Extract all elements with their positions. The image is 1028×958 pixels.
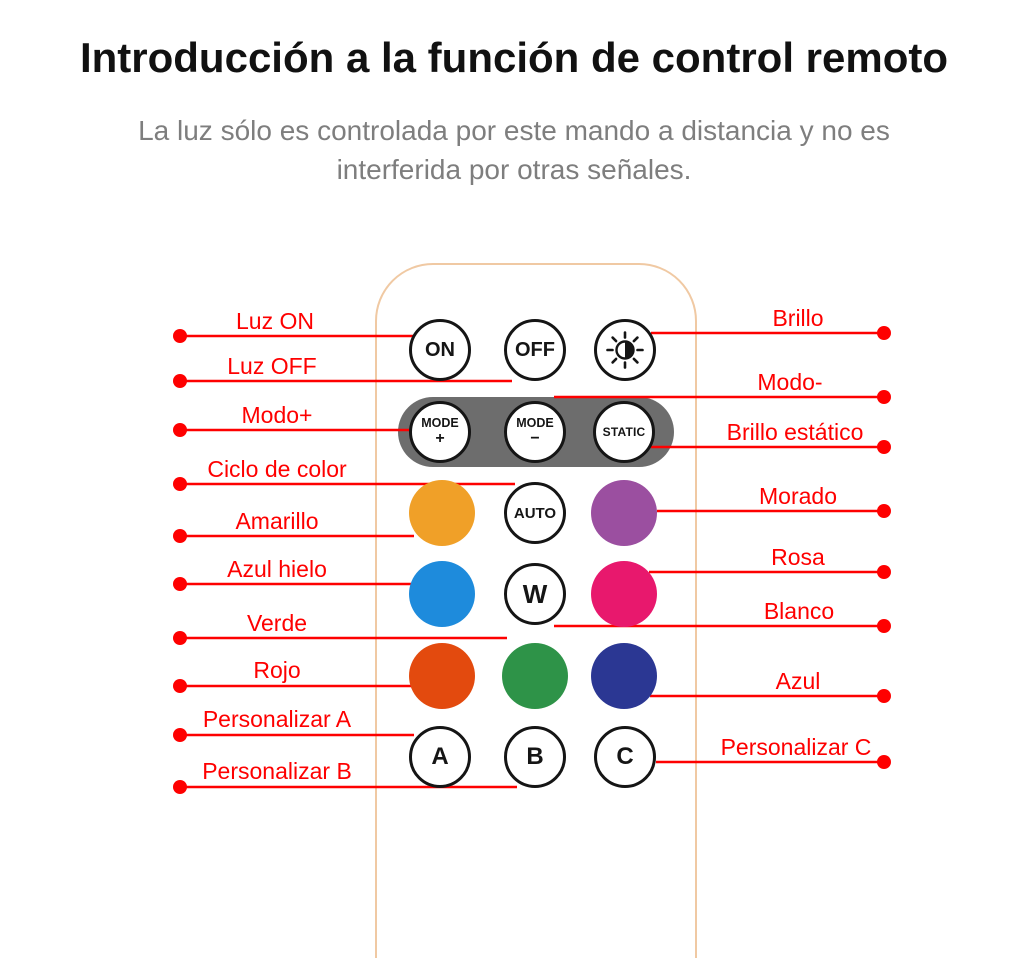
off-button-label: OFF bbox=[515, 338, 555, 361]
subtitle-line-2: interferida por otras señales. bbox=[336, 153, 692, 185]
callout-dot-brillo-estatico bbox=[877, 440, 891, 454]
callout-dot-luz-on bbox=[173, 329, 187, 343]
mode-minus-sign: − bbox=[530, 429, 540, 447]
brightness-icon bbox=[606, 331, 644, 369]
mode-minus-word: MODE bbox=[516, 416, 554, 431]
callout-dot-personalizar-a bbox=[173, 728, 187, 742]
callout-dot-verde bbox=[173, 631, 187, 645]
callout-dot-personalizar-c bbox=[877, 755, 891, 769]
callout-label-azul: Azul bbox=[775, 668, 821, 694]
page-title: Introducción a la función de control rem… bbox=[79, 34, 949, 81]
callout-label-morado: Morado bbox=[759, 483, 837, 509]
callout-label-modo-plus: Modo+ bbox=[241, 402, 313, 428]
on-button: ON bbox=[409, 319, 471, 381]
callout-label-azul-hielo: Azul hielo bbox=[227, 556, 327, 582]
white-button: W bbox=[504, 563, 566, 625]
mode-plus-button: MODE + bbox=[409, 401, 471, 463]
custom-b-label: B bbox=[526, 743, 544, 770]
callout-dot-azul bbox=[877, 689, 891, 703]
callout-label-personalizar-c: Personalizar C bbox=[720, 734, 872, 760]
mode-plus-sign: + bbox=[435, 429, 445, 447]
yellow-color-button bbox=[409, 480, 475, 546]
callout-label-luz-on: Luz ON bbox=[236, 308, 314, 334]
callout-dot-amarillo bbox=[173, 529, 187, 543]
callout-dot-luz-off bbox=[173, 374, 187, 388]
callout-label-rojo: Rojo bbox=[253, 657, 301, 683]
mode-minus-button: MODE − bbox=[504, 401, 566, 463]
white-button-label: W bbox=[522, 578, 548, 609]
callout-dot-rojo bbox=[173, 679, 187, 693]
callout-label-rosa: Rosa bbox=[771, 544, 825, 570]
red-color-button bbox=[409, 643, 475, 709]
callout-label-personalizar-a: Personalizar A bbox=[202, 706, 352, 732]
callout-label-luz-off: Luz OFF bbox=[227, 353, 317, 379]
callout-dot-ciclo-de-color bbox=[173, 477, 187, 491]
callout-dot-personalizar-b bbox=[173, 780, 187, 794]
custom-c-label: C bbox=[616, 743, 634, 770]
custom-a-label: A bbox=[431, 743, 449, 770]
purple-color-button bbox=[591, 480, 657, 546]
auto-button-label: AUTO bbox=[513, 504, 557, 522]
callout-label-brillo-estatico: Brillo estático bbox=[726, 419, 864, 445]
callout-label-amarillo: Amarillo bbox=[235, 508, 319, 534]
blue-color-button bbox=[591, 643, 657, 709]
callout-dot-morado bbox=[877, 504, 891, 518]
callout-dot-modo-plus bbox=[173, 423, 187, 437]
callout-dot-brillo bbox=[877, 326, 891, 340]
mode-plus-word: MODE bbox=[421, 416, 459, 431]
auto-button: AUTO bbox=[504, 482, 566, 544]
pink-color-button bbox=[591, 561, 657, 627]
callout-label-verde: Verde bbox=[246, 610, 308, 636]
callout-label-blanco: Blanco bbox=[763, 598, 835, 624]
subtitle-line-1: La luz sólo es controlada por este mando… bbox=[138, 115, 890, 146]
static-button-label: STATIC bbox=[602, 425, 646, 439]
callout-label-modo-minus: Modo- bbox=[757, 369, 823, 395]
callout-dot-rosa bbox=[877, 565, 891, 579]
static-button: STATIC bbox=[593, 401, 655, 463]
custom-b-button: B bbox=[504, 726, 566, 788]
callout-dot-blanco bbox=[877, 619, 891, 633]
brightness-button bbox=[594, 319, 656, 381]
on-button-label: ON bbox=[425, 338, 455, 361]
callout-label-brillo: Brillo bbox=[772, 305, 824, 331]
callout-dot-modo-minus bbox=[877, 390, 891, 404]
callout-label-ciclo-de-color: Ciclo de color bbox=[207, 456, 347, 482]
ice-blue-color-button bbox=[409, 561, 475, 627]
off-button: OFF bbox=[504, 319, 566, 381]
green-color-button bbox=[502, 643, 568, 709]
page-subtitle: La luz sólo es controlada por este mando… bbox=[0, 112, 1028, 189]
callout-label-personalizar-b: Personalizar B bbox=[202, 758, 352, 784]
custom-c-button: C bbox=[594, 726, 656, 788]
callout-dot-azul-hielo bbox=[173, 577, 187, 591]
custom-a-button: A bbox=[409, 726, 471, 788]
